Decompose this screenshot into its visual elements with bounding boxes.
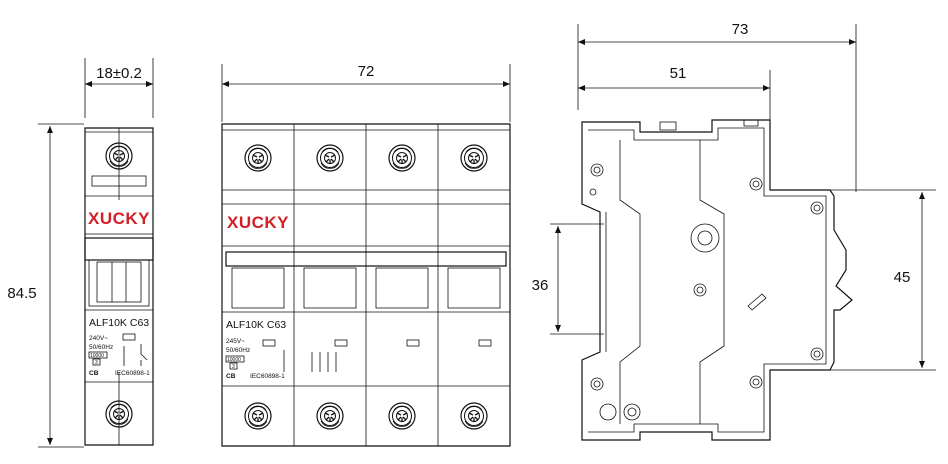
four-pole-class: 3 bbox=[232, 364, 235, 370]
four-pole-frequency: 50/60Hz bbox=[226, 347, 250, 354]
four-pole-model: ALF10K C63 bbox=[226, 319, 286, 331]
single-pole-rating: 10000 bbox=[90, 353, 104, 359]
single-pole-width-label: 18±0.2 bbox=[96, 65, 142, 82]
single-pole-frequency: 50/60Hz bbox=[89, 344, 113, 351]
four-pole-view: 72 XUCKY ALF10K C63 245V~ 50/60Hz 10000 … bbox=[221, 63, 511, 447]
single-pole-brand: XUCKY bbox=[88, 209, 150, 228]
rail-height-label: 45 bbox=[894, 269, 911, 286]
side-view: 73 51 45 36 bbox=[532, 21, 936, 441]
single-pole-standard: IEC60898-1 bbox=[115, 370, 150, 377]
four-pole-rating: 10000 bbox=[227, 357, 241, 363]
single-pole-model: ALF10K C63 bbox=[89, 317, 149, 329]
four-pole-voltage: 245V~ bbox=[226, 338, 245, 345]
four-pole-marks: CB bbox=[226, 373, 236, 380]
front-height-label: 36 bbox=[532, 277, 549, 294]
single-pole-class: 3 bbox=[95, 360, 98, 366]
overall-depth-label: 73 bbox=[732, 21, 749, 38]
single-pole-voltage: 240V~ bbox=[89, 335, 108, 342]
body-depth-label: 51 bbox=[670, 65, 687, 82]
four-pole-width-label: 72 bbox=[358, 63, 375, 80]
four-pole-brand: XUCKY bbox=[227, 213, 289, 232]
four-pole-standard: IEC60898-1 bbox=[250, 373, 285, 380]
single-pole-height-label: 84.5 bbox=[7, 285, 36, 302]
single-pole-view: 18±0.2 84.5 XUCKY ALF10K C63 240V~ 50/60… bbox=[7, 58, 154, 448]
single-pole-marks: CB bbox=[89, 370, 99, 377]
